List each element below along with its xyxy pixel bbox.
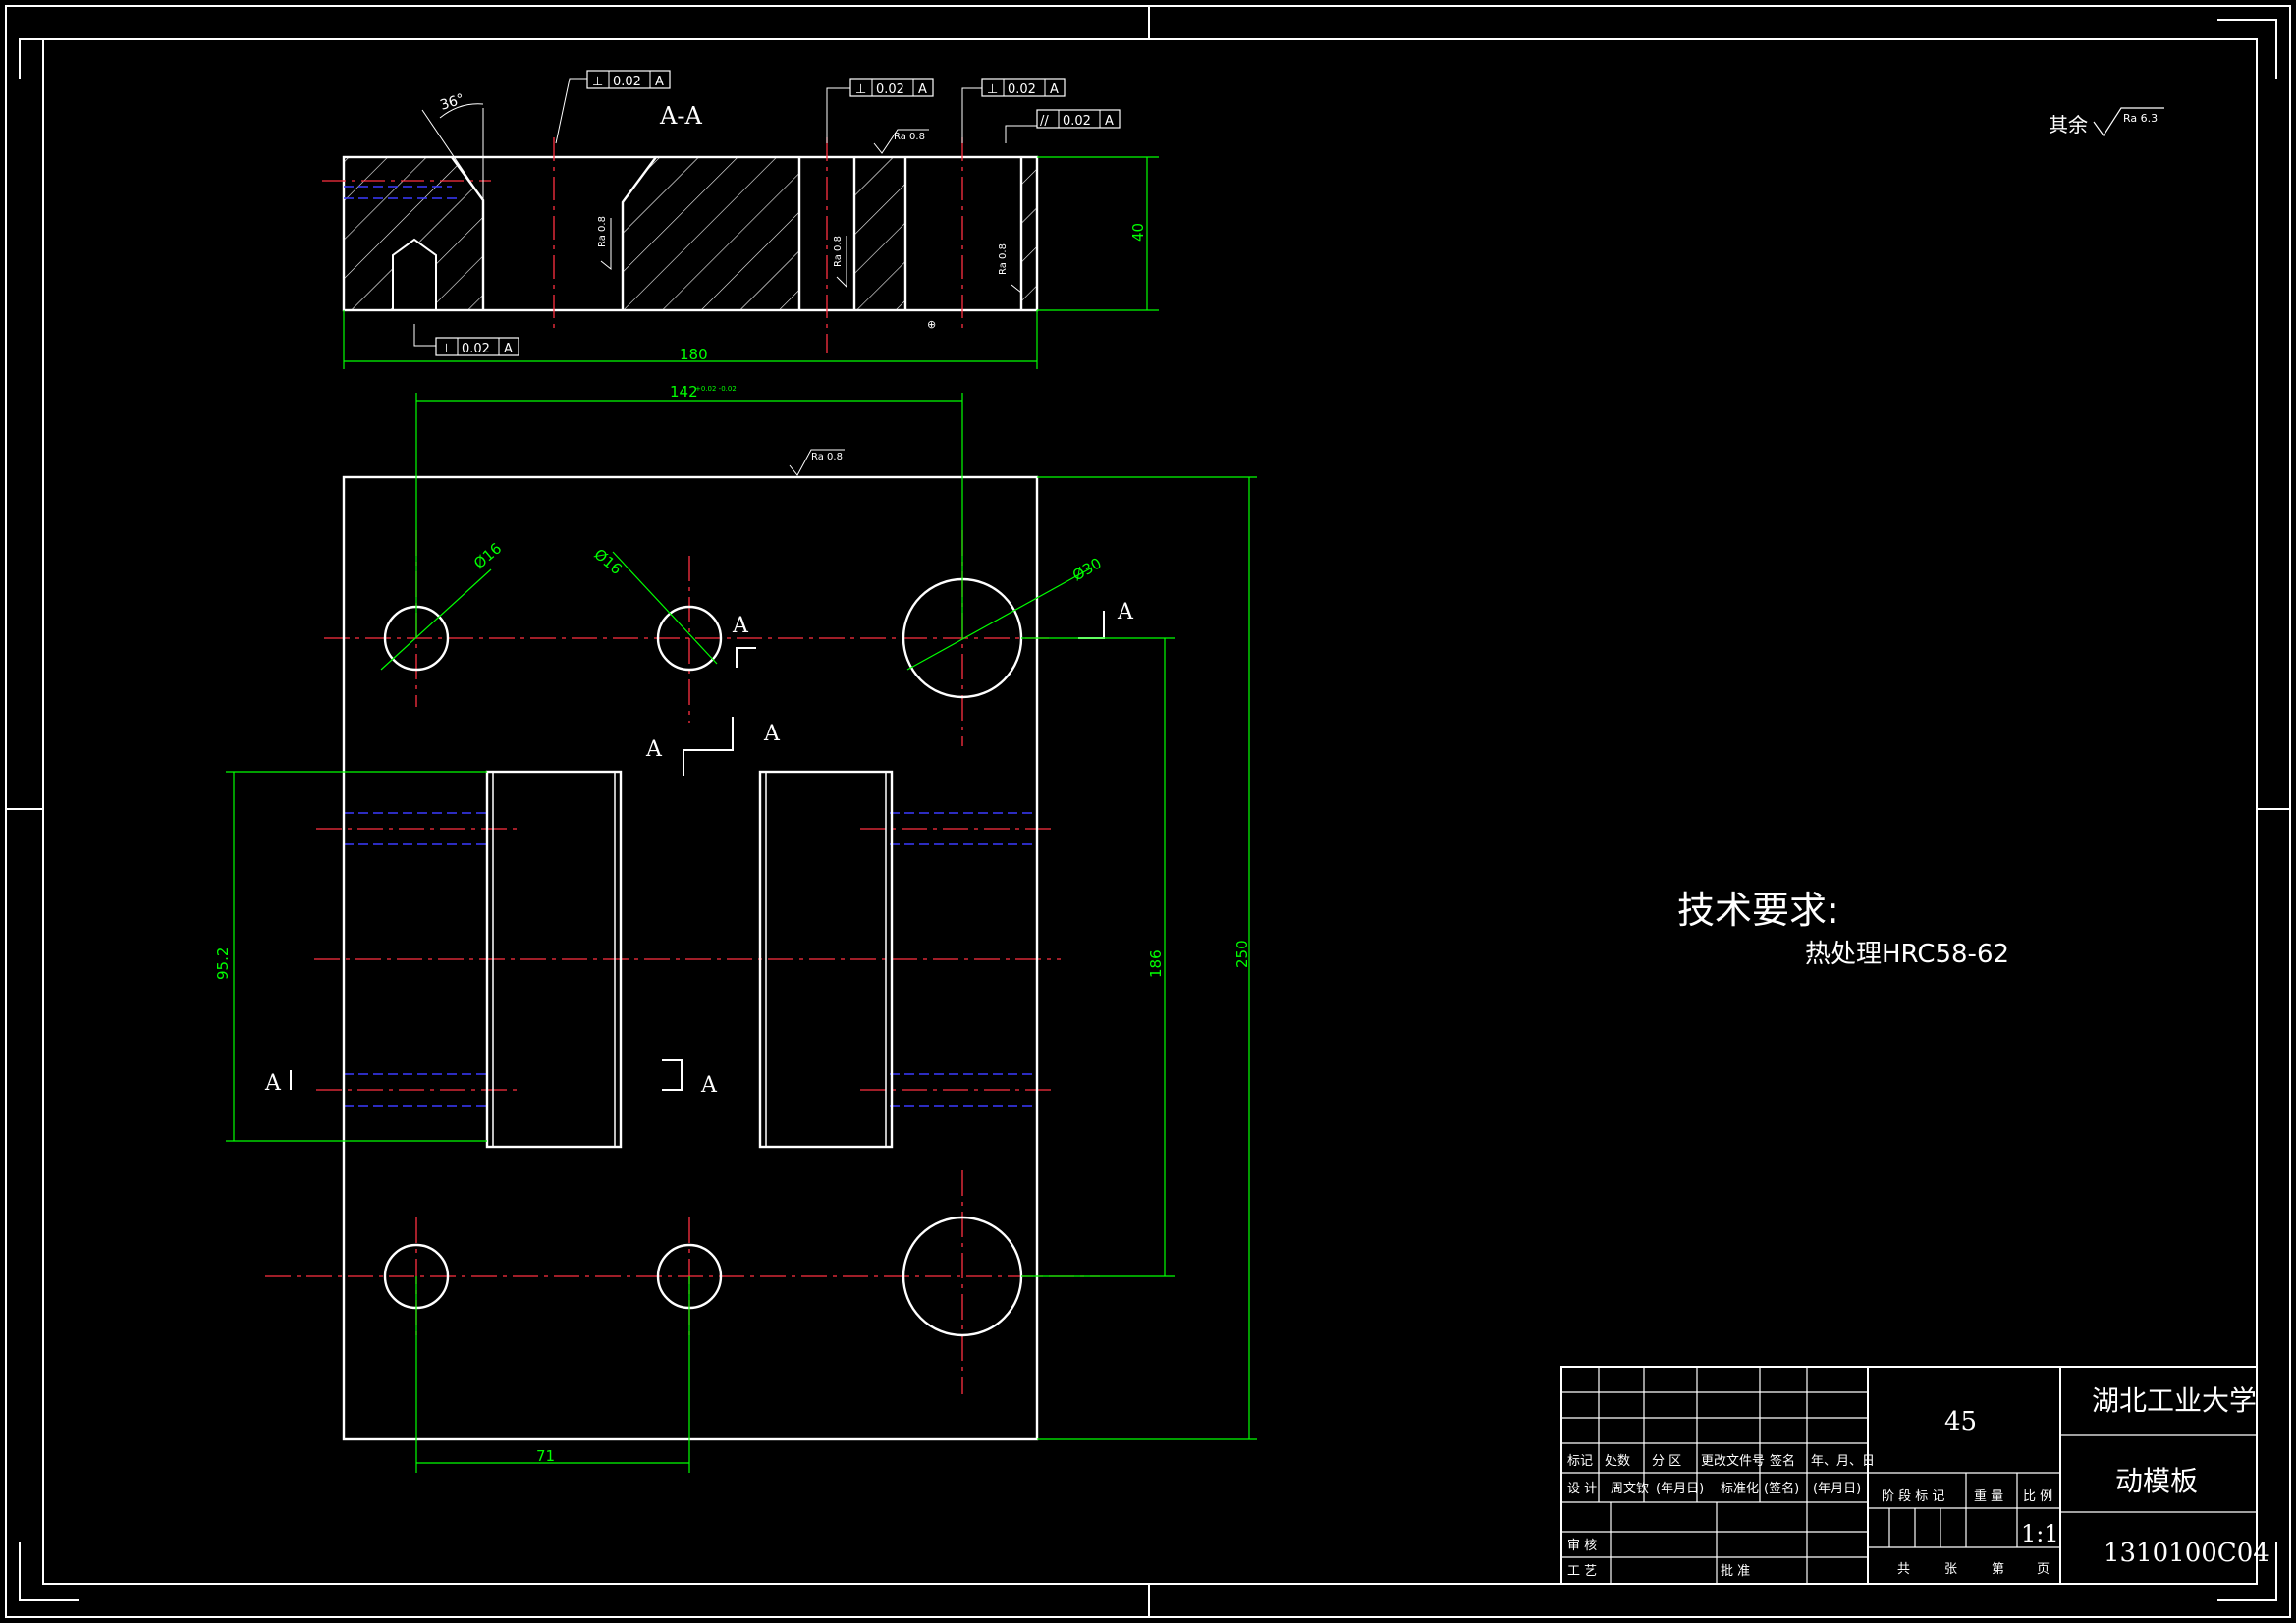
svg-text:张: 张 [1944, 1562, 1957, 1577]
plan-roughness-mark: Ra 0.8 [789, 449, 845, 476]
roughness-mark-2: Ra 0.8 [597, 216, 612, 271]
dim-width: 142 [670, 383, 698, 401]
dim-hole-small-b: Ø16 [590, 545, 625, 578]
svg-text:比 例: 比 例 [2023, 1489, 2052, 1504]
dim-offset: 71 [536, 1447, 555, 1465]
svg-text:年、月、日: 年、月、日 [1811, 1454, 1875, 1469]
svg-text:0.02: 0.02 [1063, 114, 1091, 129]
svg-text:A: A [763, 722, 781, 746]
plate-outline [342, 475, 1039, 1441]
section-height-dim: 40 [1129, 223, 1147, 242]
svg-text:Ra 0.8: Ra 0.8 [811, 452, 843, 462]
svg-text:审 核: 审 核 [1567, 1539, 1597, 1553]
svg-text:第: 第 [1992, 1562, 2004, 1577]
svg-text:Ra 0.8: Ra 0.8 [597, 216, 608, 247]
svg-text:⊥: ⊥ [592, 75, 603, 89]
svg-text:⊥: ⊥ [441, 342, 452, 356]
svg-text:0.02: 0.02 [462, 342, 490, 356]
section-outline [342, 155, 1039, 312]
svg-text:工 艺: 工 艺 [1567, 1564, 1597, 1579]
svg-text:Ra 6.3: Ra 6.3 [2123, 112, 2158, 125]
dim-rect-span: 95.2 [214, 947, 232, 980]
university-name: 湖北工业大学 [2092, 1384, 2257, 1417]
drawing-number: 1310100C04 [2104, 1539, 2269, 1568]
tech-heading: 技术要求: [1677, 889, 1839, 932]
svg-text:A: A [1050, 82, 1059, 97]
tolerance-frame-4: // 0.02 A [1005, 109, 1121, 143]
svg-text:(年月日): (年月日) [1813, 1482, 1861, 1496]
svg-text:⊥: ⊥ [987, 82, 998, 97]
svg-text://: // [1040, 114, 1049, 129]
svg-text:更改文件号: 更改文件号 [1701, 1454, 1765, 1469]
hole-top-middle [656, 605, 723, 672]
svg-text:周文钦: 周文钦 [1611, 1482, 1649, 1496]
svg-text:分 区: 分 区 [1652, 1454, 1681, 1469]
svg-text:0.02: 0.02 [1008, 82, 1036, 97]
dim-width-tol: +0.02 -0.02 [695, 385, 737, 393]
svg-text:A: A [1117, 600, 1134, 624]
tolerance-frame-2: ⊥ 0.02 A [826, 78, 934, 143]
pocket-left [485, 770, 623, 1149]
pocket-right [758, 770, 894, 1149]
general-roughness: 其余 Ra 6.3 [2049, 107, 2164, 137]
svg-text:A: A [645, 737, 663, 762]
title-block: 45 湖北工业大学 动模板 1310100C04 1:1 标记 处数 分 区 更… [1560, 1366, 2269, 1585]
dim-height: 250 [1233, 940, 1251, 968]
svg-text:0.02: 0.02 [613, 75, 641, 89]
svg-text:重 量: 重 量 [1974, 1488, 2003, 1504]
svg-text:批 准: 批 准 [1721, 1564, 1750, 1579]
svg-text:A: A [732, 614, 749, 638]
section-hatch-left [344, 157, 483, 310]
svg-text:0.02: 0.02 [876, 82, 904, 97]
svg-text:页: 页 [2037, 1562, 2050, 1577]
roughness-mark-4: Ra 0.8 [998, 242, 1022, 295]
dim-hole-large: Ø30 [1069, 554, 1105, 584]
section-view: A-A 36° [322, 70, 1159, 369]
svg-text:标准化: 标准化 [1721, 1482, 1759, 1496]
svg-text:设 计: 设 计 [1567, 1482, 1597, 1496]
material: 45 [1944, 1407, 1977, 1436]
section-label: A-A [659, 102, 702, 130]
svg-text:⊥: ⊥ [855, 82, 866, 97]
svg-text:(年月日): (年月日) [1656, 1482, 1704, 1496]
svg-text:A: A [1105, 114, 1114, 129]
svg-text:A: A [264, 1071, 282, 1096]
svg-text:A: A [504, 342, 513, 356]
tolerance-frame-5: ⊥ 0.02 A [413, 324, 519, 356]
tech-item: 热处理HRC58-62 [1805, 940, 2009, 969]
svg-text:Ra 0.8: Ra 0.8 [894, 132, 925, 142]
angle-label: 36° [438, 91, 466, 114]
svg-text:签名: 签名 [1770, 1453, 1795, 1469]
svg-text:(签名): (签名) [1764, 1481, 1799, 1496]
sheet-border [5, 5, 2291, 1618]
svg-text:A: A [655, 75, 664, 89]
svg-text:共: 共 [1897, 1562, 1910, 1577]
scale-value: 1:1 [2021, 1520, 2059, 1547]
section-length-dim: 180 [680, 346, 708, 363]
section-pocket [392, 238, 437, 311]
roughness-mark-1: Ra 0.8 [873, 129, 929, 154]
dim-hole-spacing: 186 [1147, 949, 1165, 978]
svg-text:其余: 其余 [2049, 113, 2088, 136]
roughness-mark-3: Ra 0.8 [833, 236, 847, 289]
svg-text:标记: 标记 [1567, 1454, 1593, 1469]
section-hatch-right [1021, 157, 1037, 310]
svg-text:阶 段 标 记: 阶 段 标 记 [1882, 1489, 1944, 1504]
section-hatch-middle [623, 157, 799, 310]
svg-text:Ra 0.8: Ra 0.8 [833, 236, 844, 267]
section-hatch-strip [854, 157, 905, 310]
dim-hole-small-a: Ø16 [470, 539, 505, 572]
svg-text:Ra 0.8: Ra 0.8 [998, 243, 1009, 275]
svg-text:处数: 处数 [1605, 1454, 1630, 1469]
svg-text:A: A [918, 82, 927, 97]
technical-requirements: 技术要求: 热处理HRC58-62 [1677, 889, 2009, 969]
tolerance-frame-1: ⊥ 0.02 A [555, 70, 671, 144]
part-name: 动模板 [2115, 1465, 2198, 1497]
svg-text:A: A [700, 1073, 718, 1098]
small-mark: ⊕ [927, 318, 936, 331]
tolerance-frame-3: ⊥ 0.02 A [961, 78, 1066, 143]
plan-view: A A A A A A Ø16 Ø16 Ø30 142 +0.02 -0.02 … [214, 383, 1257, 1473]
